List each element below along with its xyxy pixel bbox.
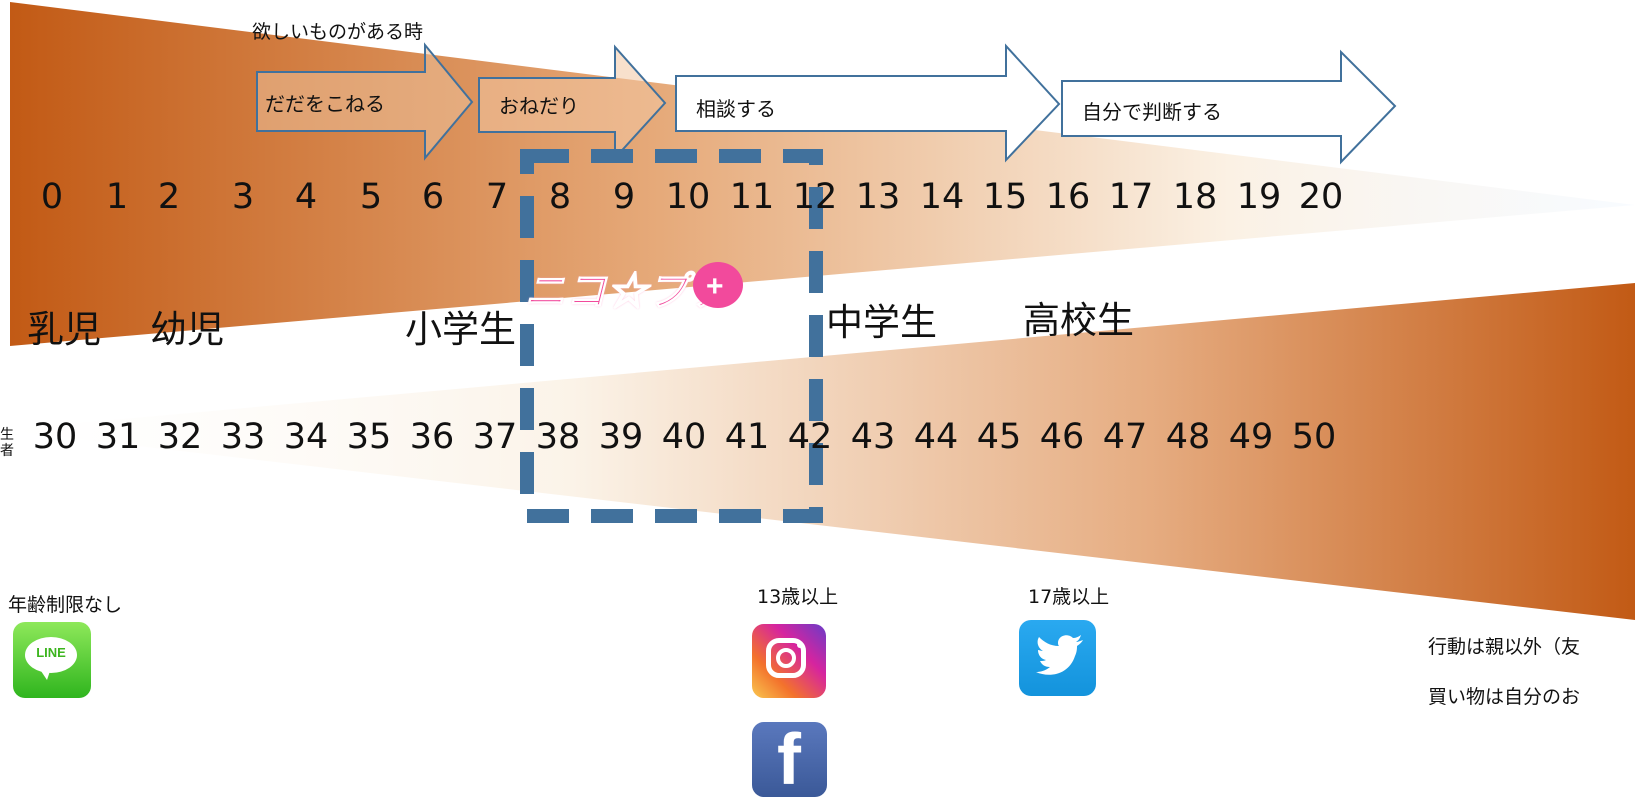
arrow-3 — [675, 43, 1061, 163]
stage-high-school: 高校生 — [1023, 299, 1134, 342]
child-age-19: 19 — [1236, 177, 1282, 217]
parent-age-2: 32 — [157, 417, 203, 457]
twitter-icon — [1019, 620, 1096, 696]
left-edge-glyph-1: 生 — [0, 427, 14, 443]
line-icon: LINE — [13, 622, 91, 698]
nicopuchi-dashed-box — [520, 149, 823, 523]
child-age-0: 0 — [40, 177, 64, 217]
child-age-17: 17 — [1108, 177, 1154, 217]
arrow-1 — [256, 42, 474, 161]
child-age-6: 6 — [421, 177, 445, 217]
child-age-10: 10 — [665, 177, 711, 217]
arrow-2 — [478, 44, 667, 161]
parent-age-15: 45 — [976, 417, 1022, 457]
parent-age-14: 44 — [913, 417, 959, 457]
parent-age-16: 46 — [1039, 417, 1085, 457]
parent-age-5: 35 — [346, 417, 392, 457]
child-age-18: 18 — [1172, 177, 1218, 217]
child-wedge — [10, 2, 1635, 346]
parent-age-20: 50 — [1291, 417, 1337, 457]
facebook-icon: f — [752, 722, 827, 797]
child-age-14: 14 — [919, 177, 965, 217]
child-age-7: 7 — [485, 177, 509, 217]
arrow-label-jibun: 自分で判断する — [1082, 100, 1222, 124]
arrow-label-onedari: おねだり — [499, 94, 579, 118]
instagram-age-caption: 13歳以上 — [757, 586, 839, 608]
parent-age-0: 30 — [32, 417, 78, 457]
stage-toddler: 幼児 — [150, 308, 224, 351]
line-age-caption: 年齢制限なし — [8, 594, 123, 616]
child-age-11: 11 — [729, 177, 775, 217]
stage-elementary: 小学生 — [405, 308, 516, 351]
child-age-15: 15 — [982, 177, 1028, 217]
parent-age-13: 43 — [850, 417, 896, 457]
child-age-12: 12 — [792, 177, 838, 217]
stage-infant: 乳児 — [27, 308, 101, 351]
child-age-4: 4 — [294, 177, 318, 217]
parent-age-7: 37 — [472, 417, 518, 457]
parent-age-10: 40 — [661, 417, 707, 457]
child-age-16: 16 — [1045, 177, 1091, 217]
note-line-2: 買い物は自分のお — [1428, 686, 1581, 708]
top-caption: 欲しいものがある時 — [252, 21, 424, 43]
child-age-13: 13 — [855, 177, 901, 217]
arrow-shapes — [256, 42, 1397, 165]
parent-age-12: 42 — [787, 417, 833, 457]
arrow-label-soudan: 相談する — [696, 97, 776, 121]
child-age-8: 8 — [548, 177, 572, 217]
note-line-1: 行動は親以外（友 — [1428, 636, 1581, 658]
child-age-20: 20 — [1298, 177, 1344, 217]
child-age-1: 1 — [105, 177, 129, 217]
child-age-9: 9 — [612, 177, 636, 217]
child-age-5: 5 — [359, 177, 383, 217]
parent-age-8: 38 — [535, 417, 581, 457]
parent-age-9: 39 — [598, 417, 644, 457]
stage-junior-high: 中学生 — [826, 301, 937, 344]
parent-age-19: 49 — [1228, 417, 1274, 457]
parent-age-4: 34 — [283, 417, 329, 457]
line-icon-text: LINE — [36, 645, 66, 660]
parent-age-6: 36 — [409, 417, 455, 457]
parent-age-11: 41 — [724, 417, 770, 457]
left-edge-glyph-2: 者 — [0, 443, 14, 459]
instagram-icon — [752, 624, 826, 698]
parent-age-1: 31 — [95, 417, 141, 457]
child-age-3: 3 — [231, 177, 255, 217]
arrow-label-dada: だだをこねる — [265, 92, 385, 116]
nicopuchi-plus-icon: + — [693, 262, 743, 308]
parent-age-18: 48 — [1165, 417, 1211, 457]
twitter-age-caption: 17歳以上 — [1028, 586, 1110, 608]
arrow-4 — [1061, 49, 1397, 165]
parent-age-17: 47 — [1102, 417, 1148, 457]
parent-age-3: 33 — [220, 417, 266, 457]
child-age-2: 2 — [157, 177, 181, 217]
